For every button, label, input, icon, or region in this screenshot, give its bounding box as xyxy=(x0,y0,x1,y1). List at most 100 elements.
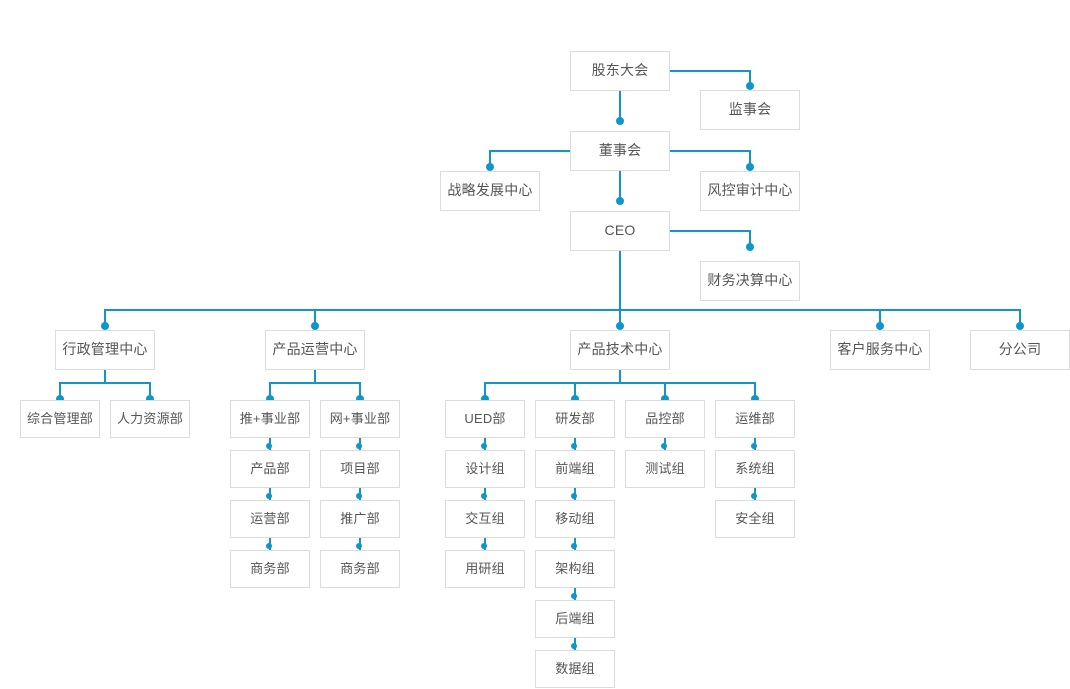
node-security-group[interactable]: 安全组 xyxy=(715,500,795,538)
connector-dot-risk-audit-center xyxy=(746,163,754,171)
connector-dot-branch-company xyxy=(1016,322,1024,330)
connector-po-drop-tui xyxy=(269,382,271,399)
connector-dot-product-dept xyxy=(266,443,273,449)
node-product-tech-center[interactable]: 产品技术中心 xyxy=(570,330,670,370)
connector-shareholders-to-board-vertical xyxy=(619,91,621,121)
node-risk-audit-center[interactable]: 风控审计中心 xyxy=(700,171,800,211)
connector-ceo-to-finance-horizontal xyxy=(670,230,750,232)
node-data-group[interactable]: 数据组 xyxy=(535,650,615,688)
connector-dot-test-group xyxy=(661,443,668,449)
connector-ceo-trunk-vertical xyxy=(619,251,621,310)
connector-dot-rd-dept xyxy=(571,395,579,403)
connector-admin-bus-horizontal xyxy=(59,382,150,384)
node-general-management-dept[interactable]: 综合管理部 xyxy=(20,400,100,438)
connector-dot-design-group xyxy=(481,443,488,449)
connector-ceo-to-finance-vertical xyxy=(749,230,751,247)
connector-board-to-ceo-vertical xyxy=(619,171,621,201)
node-frontend-group[interactable]: 前端组 xyxy=(535,450,615,488)
connector-product-operation-trunk-vertical xyxy=(314,370,316,383)
connector-dot-wang-business-unit xyxy=(356,395,364,403)
connector-admin-drop-general xyxy=(59,382,61,399)
node-shareholders-meeting[interactable]: 股东大会 xyxy=(570,51,670,91)
connector-bus-drop-product-operation xyxy=(314,309,316,329)
connector-dot-ops-dept xyxy=(751,395,759,403)
connector-dot-backend-group xyxy=(571,593,578,599)
connector-pt-drop-qc xyxy=(664,382,666,399)
connector-dot-frontend-group xyxy=(571,443,578,449)
node-wang-business-unit[interactable]: 网+事业部 xyxy=(320,400,400,438)
node-tui-business-unit[interactable]: 推+事业部 xyxy=(230,400,310,438)
node-product-operation-center[interactable]: 产品运营中心 xyxy=(265,330,365,370)
connector-board-to-risk-horizontal xyxy=(670,150,750,152)
node-rd-dept[interactable]: 研发部 xyxy=(535,400,615,438)
connector-board-to-strategy-vertical xyxy=(489,150,491,167)
connector-dot-customer-service-center xyxy=(876,322,884,330)
node-hr-dept[interactable]: 人力资源部 xyxy=(110,400,190,438)
connector-bus-drop-customer-service xyxy=(879,309,881,329)
connector-dot-qc-dept xyxy=(661,395,669,403)
connector-admin-trunk-vertical xyxy=(104,370,106,383)
connector-dot-data-group xyxy=(571,643,578,649)
connector-dot-security-group xyxy=(751,493,758,499)
node-admin-management-center[interactable]: 行政管理中心 xyxy=(55,330,155,370)
node-architecture-group[interactable]: 架构组 xyxy=(535,550,615,588)
connector-admin-drop-hr xyxy=(149,382,151,399)
connector-bus-drop-admin xyxy=(104,309,106,329)
node-design-group[interactable]: 设计组 xyxy=(445,450,525,488)
connector-pt-drop-rd xyxy=(574,382,576,399)
node-backend-group[interactable]: 后端组 xyxy=(535,600,615,638)
connector-bus-drop-branch xyxy=(1019,309,1021,329)
node-finance-settlement-center[interactable]: 财务决算中心 xyxy=(700,261,800,301)
connector-dot-ceo xyxy=(616,197,624,205)
connector-bus-drop-product-tech xyxy=(619,309,621,329)
node-strategy-development-center[interactable]: 战略发展中心 xyxy=(440,171,540,211)
node-board-of-supervisors[interactable]: 监事会 xyxy=(700,90,800,130)
connector-dot-system-group xyxy=(751,443,758,449)
connector-dot-product-operation-center xyxy=(311,322,319,330)
node-business-dept-1[interactable]: 商务部 xyxy=(230,550,310,588)
connector-dot-promotion-dept xyxy=(356,493,363,499)
node-test-group[interactable]: 测试组 xyxy=(625,450,705,488)
connector-dot-ued-dept xyxy=(481,395,489,403)
connector-dot-user-research-group xyxy=(481,543,488,549)
node-mobile-group[interactable]: 移动组 xyxy=(535,500,615,538)
connector-board-to-risk-vertical xyxy=(749,150,751,167)
node-operation-dept[interactable]: 运营部 xyxy=(230,500,310,538)
connector-dot-architecture-group xyxy=(571,543,578,549)
connector-product-operation-bus-horizontal xyxy=(269,382,360,384)
node-promotion-dept[interactable]: 推广部 xyxy=(320,500,400,538)
connector-level3-bus-horizontal xyxy=(104,309,1020,311)
node-business-dept-2[interactable]: 商务部 xyxy=(320,550,400,588)
connector-pt-drop-ops xyxy=(754,382,756,399)
node-customer-service-center[interactable]: 客户服务中心 xyxy=(830,330,930,370)
connector-shareholders-to-supervisors-vertical xyxy=(749,70,751,86)
connector-dot-business-dept-1 xyxy=(266,543,273,549)
node-ops-dept[interactable]: 运维部 xyxy=(715,400,795,438)
connector-dot-board-of-directors xyxy=(616,117,624,125)
connector-pt-drop-ued xyxy=(484,382,486,399)
node-qc-dept[interactable]: 品控部 xyxy=(625,400,705,438)
connector-board-to-strategy-horizontal xyxy=(490,150,570,152)
node-board-of-directors[interactable]: 董事会 xyxy=(570,131,670,171)
node-system-group[interactable]: 系统组 xyxy=(715,450,795,488)
connector-dot-operation-dept xyxy=(266,493,273,499)
node-branch-company[interactable]: 分公司 xyxy=(970,330,1070,370)
connector-dot-supervisors xyxy=(746,82,754,90)
connector-product-tech-bus-horizontal xyxy=(484,382,755,384)
connector-dot-general-management-dept xyxy=(56,395,64,403)
connector-dot-product-tech-center xyxy=(616,322,624,330)
node-product-dept[interactable]: 产品部 xyxy=(230,450,310,488)
node-ued-dept[interactable]: UED部 xyxy=(445,400,525,438)
connector-product-tech-trunk-vertical xyxy=(619,370,621,383)
connector-dot-finance-center xyxy=(746,243,754,251)
connector-shareholders-to-supervisors-horizontal xyxy=(670,70,750,72)
connector-dot-business-dept-2 xyxy=(356,543,363,549)
connector-po-drop-wang xyxy=(359,382,361,399)
connector-dot-project-dept xyxy=(356,443,363,449)
node-interaction-group[interactable]: 交互组 xyxy=(445,500,525,538)
node-ceo[interactable]: CEO xyxy=(570,211,670,251)
connector-dot-strategy-center xyxy=(486,163,494,171)
node-project-dept[interactable]: 项目部 xyxy=(320,450,400,488)
node-user-research-group[interactable]: 用研组 xyxy=(445,550,525,588)
